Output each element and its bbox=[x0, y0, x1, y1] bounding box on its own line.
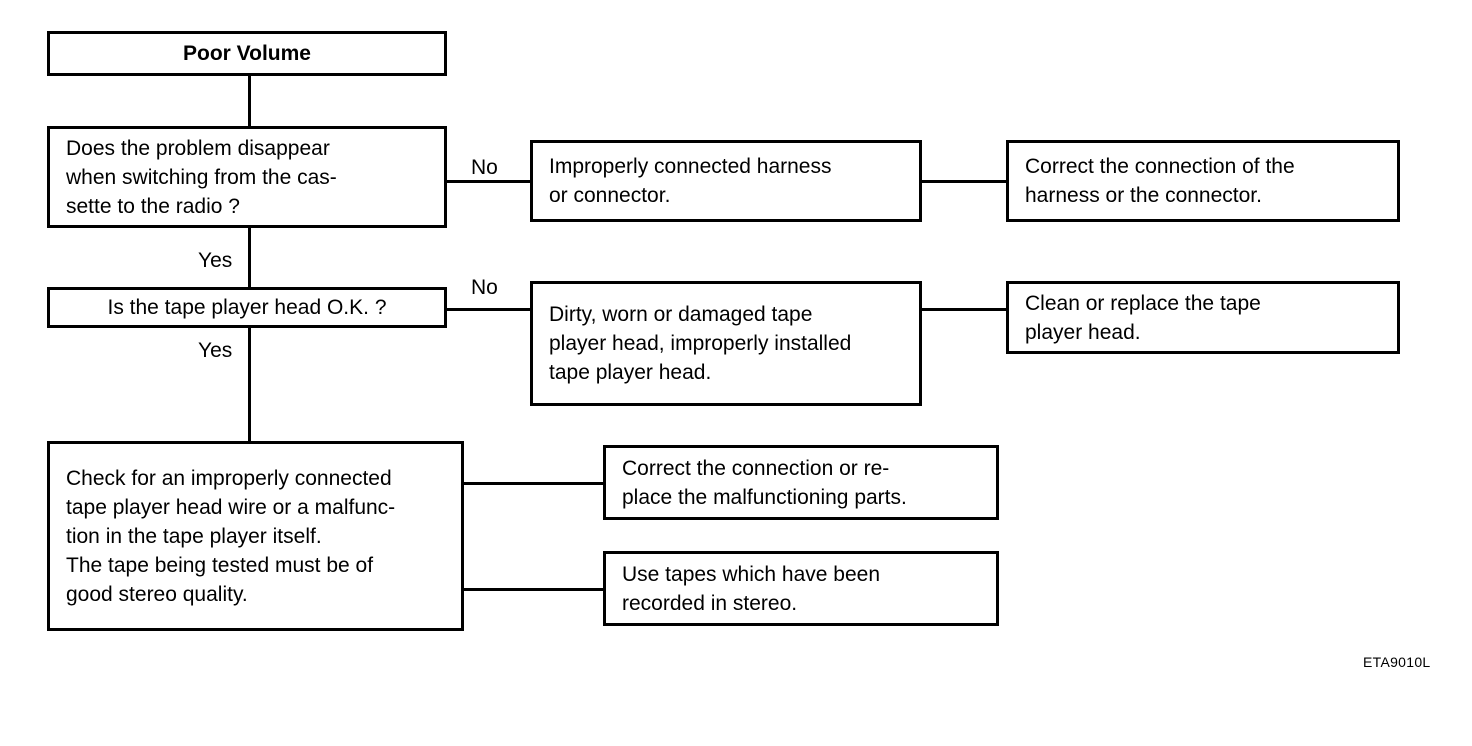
connector-q2-yes-to-final bbox=[248, 327, 251, 444]
node-text-line: Improperly connected harness bbox=[549, 155, 832, 178]
node-text-line: good stereo quality. bbox=[66, 582, 248, 606]
node-text-line: Clean or replace the tape bbox=[1025, 291, 1261, 315]
node-text-line: sette to the radio ? bbox=[66, 194, 240, 218]
node-text-line: player head, improperly installed bbox=[549, 332, 852, 355]
node-text-line: tape player head. bbox=[549, 361, 712, 384]
connector-title-to-q1 bbox=[248, 75, 251, 128]
node-text-line: harness or the connector. bbox=[1025, 184, 1262, 207]
edge-label-q2-yes: Yes bbox=[198, 339, 233, 362]
node-text-line: or connector. bbox=[549, 184, 671, 207]
node-text-line: Dirty, worn or damaged tape bbox=[549, 303, 813, 326]
node-text-line: Correct the connection of the bbox=[1025, 155, 1295, 178]
edge-label-q2-no: No bbox=[471, 276, 498, 299]
node-text-line: player head. bbox=[1025, 320, 1141, 344]
node-title-poor-volume: Poor Volume bbox=[47, 31, 447, 76]
edge-label-q1-no: No bbox=[471, 156, 498, 179]
node-text-line: tion in the tape player itself. bbox=[66, 524, 322, 548]
connector-q1-yes-to-q2 bbox=[248, 226, 251, 288]
node-text-line: Check for an improperly connected bbox=[66, 466, 392, 490]
node-text-line: Use tapes which have been bbox=[622, 562, 880, 586]
node-text-line: tape player head wire or a malfunc- bbox=[66, 495, 396, 519]
node-question-cassette-to-radio: Does the problem disappear when switchin… bbox=[47, 126, 447, 228]
node-text-line: place the malfunctioning parts. bbox=[622, 485, 907, 509]
node-remedy-use-stereo-recorded-tapes: Use tapes which have been recorded in st… bbox=[603, 551, 999, 626]
connector-q1-no bbox=[446, 180, 532, 183]
node-remedy-correct-or-replace-parts: Correct the connection or re- place the … bbox=[603, 445, 999, 520]
node-question-tape-player-head-ok: Is the tape player head O.K. ? bbox=[47, 287, 447, 328]
node-final-check-wire-malfunction: Check for an improperly connected tape p… bbox=[47, 441, 464, 631]
node-text-line: Does the problem disappear bbox=[66, 136, 330, 160]
connector-q1-cause-to-remedy bbox=[920, 180, 1008, 183]
node-title-label: Poor Volume bbox=[183, 42, 311, 65]
connector-final-to-remedy-1 bbox=[461, 482, 606, 485]
connector-final-to-remedy-2 bbox=[461, 588, 606, 591]
node-text-line: recorded in stereo. bbox=[622, 591, 798, 615]
node-remedy-correct-harness-connection: Correct the connection of the harness or… bbox=[1006, 140, 1400, 222]
reference-code: ETA9010L bbox=[1363, 654, 1431, 670]
node-text-line: when switching from the cas- bbox=[66, 165, 337, 189]
connector-q2-cause-to-remedy bbox=[920, 308, 1008, 311]
connector-q2-no bbox=[446, 308, 532, 311]
node-text-line: Correct the connection or re- bbox=[622, 456, 890, 480]
node-cause-harness-connector: Improperly connected harness or connecto… bbox=[530, 140, 922, 222]
node-cause-dirty-worn-tape-head: Dirty, worn or damaged tape player head,… bbox=[530, 281, 922, 406]
node-text-line: Is the tape player head O.K. ? bbox=[107, 296, 387, 319]
edge-label-q1-yes: Yes bbox=[198, 249, 233, 272]
node-remedy-clean-replace-tape-head: Clean or replace the tape player head. bbox=[1006, 281, 1400, 354]
node-text-line: The tape being tested must be of bbox=[66, 553, 374, 577]
